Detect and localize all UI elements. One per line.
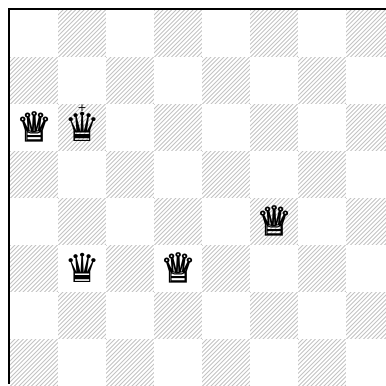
board-square[interactable] xyxy=(154,10,202,57)
board-square[interactable] xyxy=(250,245,298,292)
board-square[interactable] xyxy=(298,198,346,245)
board-square[interactable] xyxy=(154,292,202,339)
board-square[interactable] xyxy=(154,198,202,245)
board-square[interactable] xyxy=(202,339,250,386)
board-square[interactable] xyxy=(10,339,58,386)
board-square[interactable] xyxy=(298,245,346,292)
board-square[interactable] xyxy=(106,104,154,151)
board-square[interactable] xyxy=(10,198,58,245)
board-square[interactable] xyxy=(202,198,250,245)
board-square[interactable] xyxy=(202,151,250,198)
board-square[interactable] xyxy=(106,198,154,245)
board-square[interactable] xyxy=(202,104,250,151)
board-square[interactable] xyxy=(346,339,386,386)
board-square[interactable]: ♕ xyxy=(154,245,202,292)
board-square[interactable] xyxy=(106,57,154,104)
board-square[interactable] xyxy=(154,151,202,198)
board-square[interactable] xyxy=(58,198,106,245)
board-square[interactable]: ♛+ xyxy=(58,104,106,151)
board-square[interactable] xyxy=(202,57,250,104)
board-square[interactable] xyxy=(250,57,298,104)
board-square[interactable] xyxy=(154,57,202,104)
board-square[interactable] xyxy=(10,245,58,292)
board-square[interactable] xyxy=(154,339,202,386)
board-square[interactable] xyxy=(58,10,106,57)
board-square[interactable] xyxy=(106,245,154,292)
board-square[interactable] xyxy=(58,151,106,198)
board-square[interactable] xyxy=(58,339,106,386)
board-square[interactable] xyxy=(10,151,58,198)
board-square[interactable] xyxy=(250,10,298,57)
check-marker: + xyxy=(77,102,86,113)
board-square[interactable] xyxy=(298,151,346,198)
board-square[interactable]: ♕ xyxy=(250,198,298,245)
black-queen-icon[interactable]: ♛ xyxy=(64,249,100,289)
board-square[interactable] xyxy=(250,151,298,198)
board-square[interactable] xyxy=(298,10,346,57)
chess-board: ♕♛+♕♛♕ xyxy=(8,8,386,384)
board-square[interactable] xyxy=(106,10,154,57)
board-square[interactable] xyxy=(154,104,202,151)
board-square[interactable] xyxy=(298,292,346,339)
board-square[interactable] xyxy=(250,292,298,339)
board-square[interactable] xyxy=(106,151,154,198)
board-square[interactable] xyxy=(298,339,346,386)
white-queen-icon[interactable]: ♕ xyxy=(256,202,292,242)
board-square[interactable] xyxy=(346,57,386,104)
board-square[interactable] xyxy=(106,339,154,386)
board-square[interactable] xyxy=(10,10,58,57)
board-square[interactable] xyxy=(250,339,298,386)
board-square[interactable] xyxy=(202,245,250,292)
board-square[interactable] xyxy=(346,10,386,57)
board-square[interactable] xyxy=(346,198,386,245)
board-square[interactable] xyxy=(298,104,346,151)
white-queen-icon[interactable]: ♕ xyxy=(16,108,52,148)
white-queen-icon[interactable]: ♕ xyxy=(160,249,196,289)
board-square[interactable]: ♛ xyxy=(58,245,106,292)
board-square[interactable] xyxy=(346,151,386,198)
board-square[interactable] xyxy=(250,104,298,151)
board-square[interactable] xyxy=(58,292,106,339)
board-square[interactable] xyxy=(58,57,106,104)
board-square[interactable] xyxy=(10,57,58,104)
board-square[interactable] xyxy=(346,245,386,292)
board-square[interactable] xyxy=(346,104,386,151)
board-square[interactable] xyxy=(10,292,58,339)
board-square[interactable] xyxy=(346,292,386,339)
board-square[interactable] xyxy=(106,292,154,339)
board-square[interactable] xyxy=(202,10,250,57)
board-square[interactable]: ♕ xyxy=(10,104,58,151)
board-square[interactable] xyxy=(298,57,346,104)
board-square[interactable] xyxy=(202,292,250,339)
